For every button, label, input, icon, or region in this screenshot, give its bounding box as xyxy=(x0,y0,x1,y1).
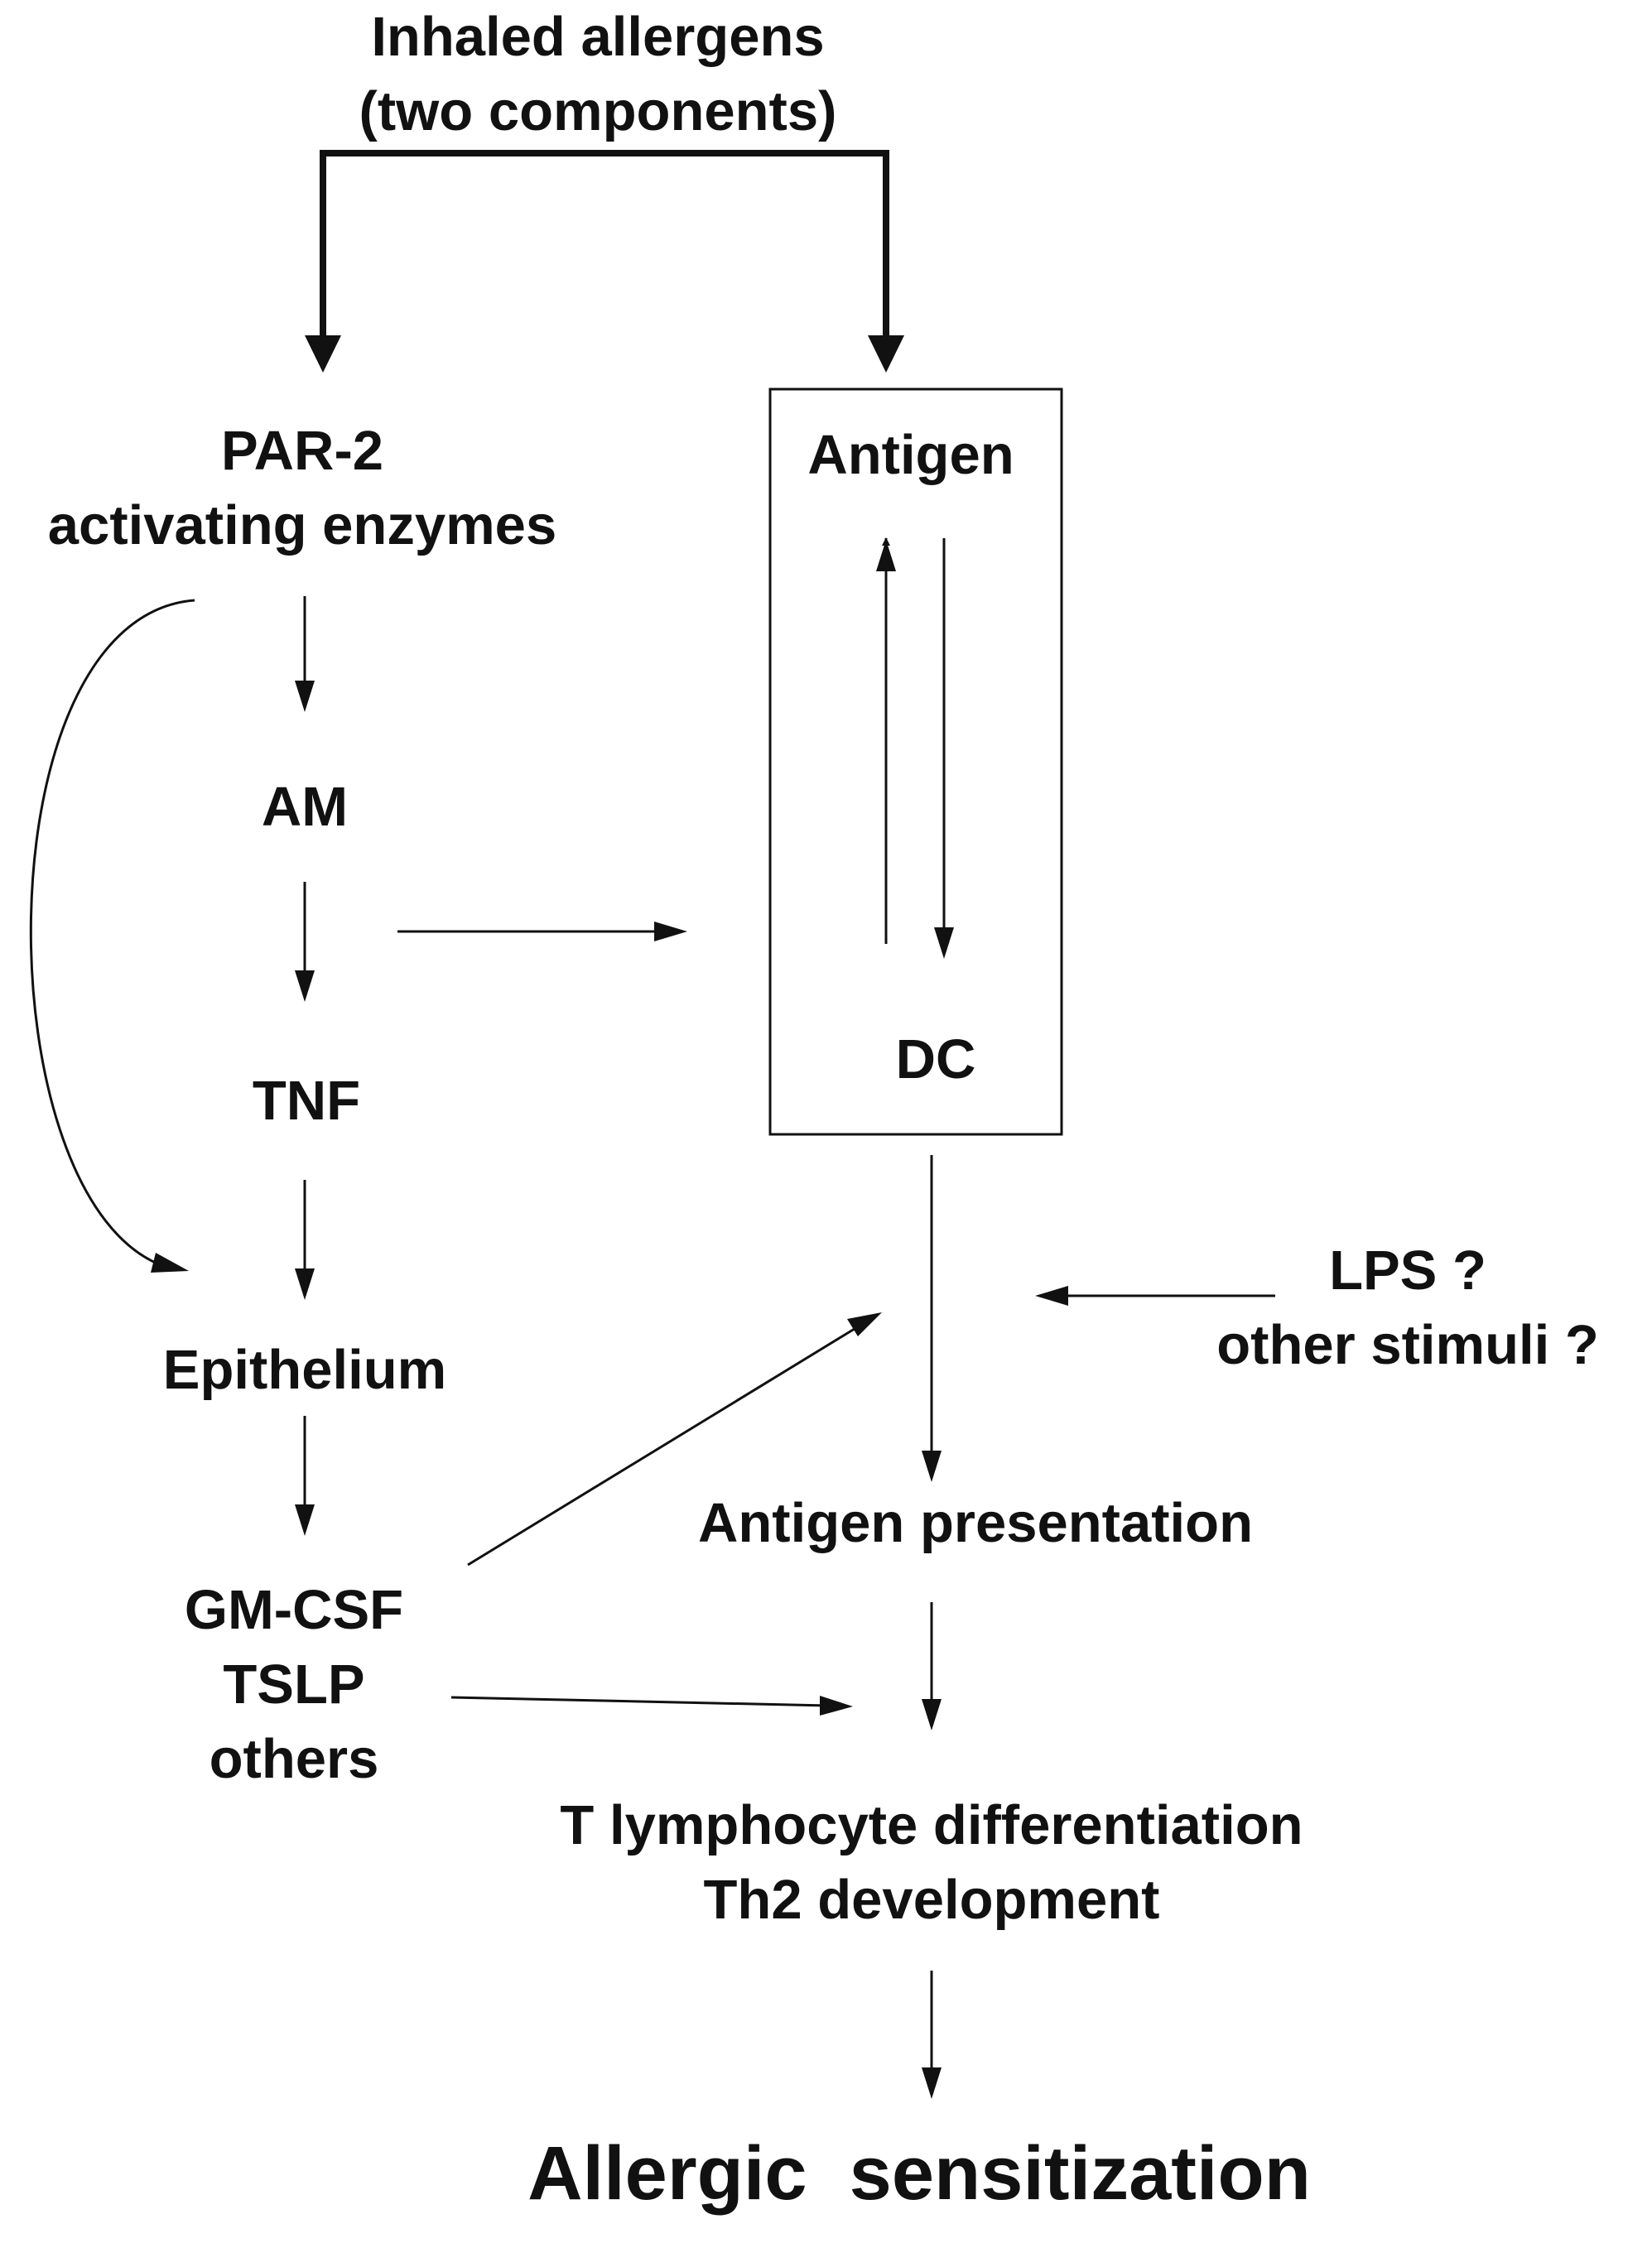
label-par2-line2: activating enzymes xyxy=(47,494,557,556)
label-t-cells-line2: Th2 development xyxy=(703,1869,1160,1931)
arrowhead-tnf xyxy=(295,970,315,1002)
label-am: AM xyxy=(262,770,348,845)
arrowhead-curve xyxy=(151,1253,189,1273)
label-t-cells: T lymphocyte differentiation Th2 develop… xyxy=(560,1788,1303,1937)
label-inhaled-allergens: Inhaled allergens (two components) xyxy=(359,0,837,149)
arrowhead-horizontal xyxy=(820,1696,853,1716)
arrow-to-par2 xyxy=(305,335,341,373)
label-epithelium: Epithelium xyxy=(163,1333,446,1408)
arrowhead-factors xyxy=(295,1504,315,1536)
arrow-factors-to-t-cells xyxy=(450,1696,829,1707)
arrow-to-antigen-box xyxy=(868,335,904,373)
label-stimuli-line1: LPS ? xyxy=(1329,1239,1486,1302)
arrowhead-t-cells xyxy=(922,1699,942,1730)
label-par2: PAR-2 activating enzymes xyxy=(48,414,556,563)
label-factors-line1: GM-CSF xyxy=(184,1579,404,1641)
arrowhead-box xyxy=(654,922,687,941)
label-factors: GM-CSF TSLP others xyxy=(185,1573,403,1797)
label-antigen-presentation: Antigen presentation xyxy=(698,1486,1253,1561)
label-antigen: Antigen xyxy=(807,418,1014,493)
label-antigen-text: Antigen xyxy=(807,424,1014,486)
arrowhead-epithelium xyxy=(295,1268,315,1300)
arrowhead-am xyxy=(295,681,315,712)
label-dc-text: DC xyxy=(895,1028,976,1090)
label-tnf-text: TNF xyxy=(252,1070,361,1132)
arrowhead-stimuli xyxy=(1035,1286,1068,1306)
label-stimuli: LPS ? other stimuli ? xyxy=(1216,1234,1599,1383)
label-inhaled-allergens-line1: Inhaled allergens xyxy=(371,6,825,68)
arrowhead-diagonal xyxy=(847,1312,882,1336)
label-par2-line1: PAR-2 xyxy=(220,420,384,482)
arrowhead-presentation xyxy=(922,1451,942,1482)
curved-arrow-par2-to-epithelium xyxy=(29,599,195,1268)
arrowhead-up xyxy=(876,540,896,571)
arrow-factors-to-dc-path xyxy=(467,1323,862,1567)
antigen-dc-box xyxy=(768,387,1063,1136)
arrowhead-down xyxy=(934,927,954,959)
label-am-text: AM xyxy=(261,776,349,838)
label-inhaled-allergens-line2: (two components) xyxy=(359,80,837,142)
label-t-cells-line1: T lymphocyte differentiation xyxy=(560,1794,1303,1856)
label-epithelium-text: Epithelium xyxy=(162,1339,447,1401)
arrowhead-sensitization xyxy=(922,2067,942,2099)
allergen-split-bracket xyxy=(320,150,889,339)
label-dc: DC xyxy=(896,1023,976,1097)
label-antigen-presentation-text: Antigen presentation xyxy=(697,1492,1254,1554)
label-factors-line3: others xyxy=(209,1728,379,1790)
label-factors-line2: TSLP xyxy=(223,1653,365,1716)
label-tnf: TNF xyxy=(253,1064,360,1138)
label-allergic-sensitization: Allergic sensitization xyxy=(527,2128,1311,2219)
label-stimuli-line2: other stimuli ? xyxy=(1216,1314,1599,1376)
label-allergic-sensitization-text: Allergic sensitization xyxy=(527,2131,1311,2216)
